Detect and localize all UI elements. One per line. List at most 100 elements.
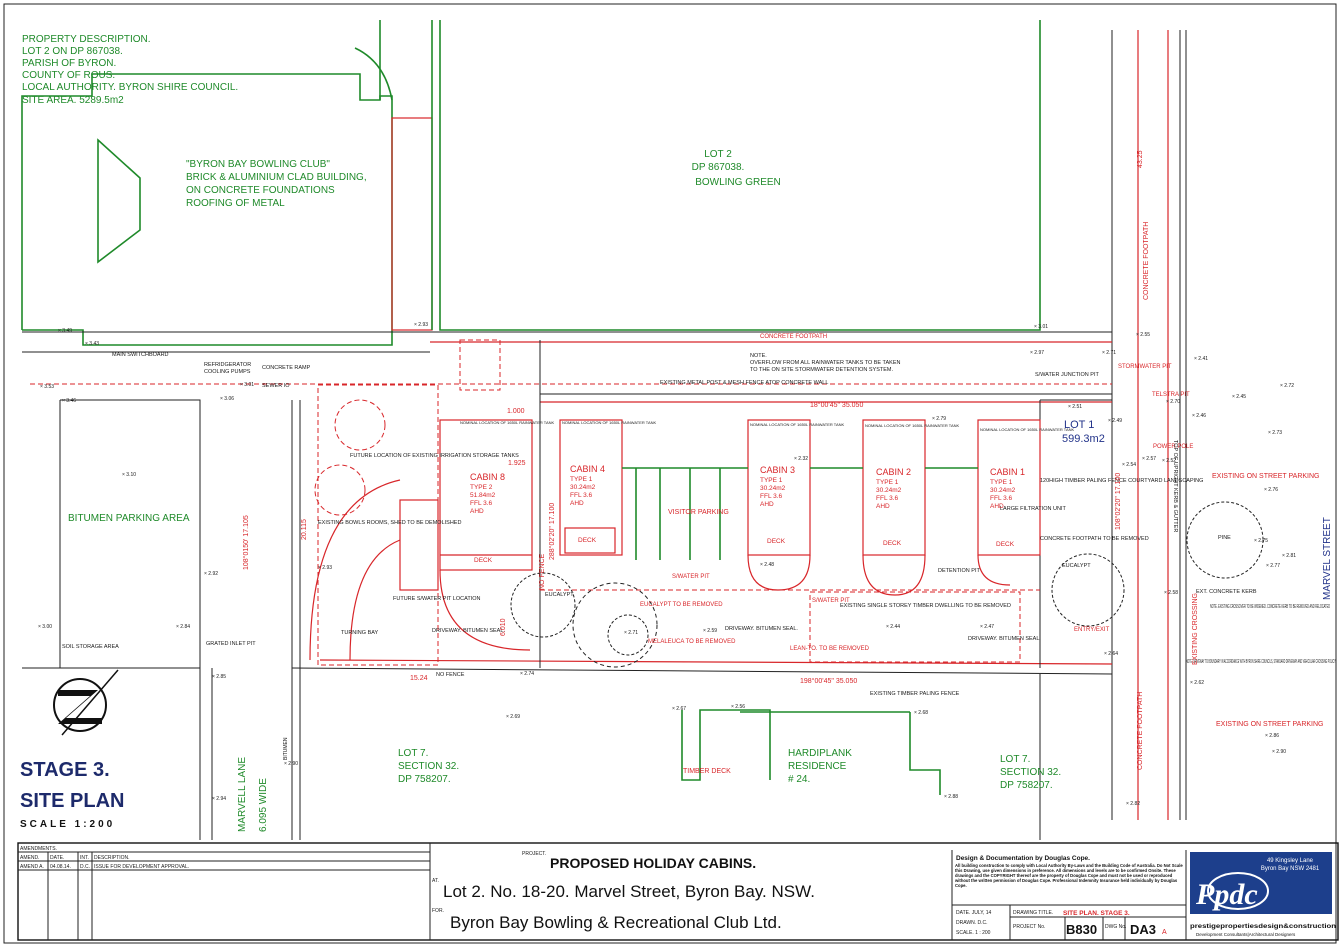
club-text: "BYRON BAY BOWLING CLUB" [186, 159, 330, 170]
spot-level: × 2.71 [624, 630, 638, 636]
club-text: ON CONCRETE FOUNDATIONS [186, 185, 335, 196]
spot-level: × 2.93 [414, 322, 428, 328]
cabin-ffl: FFL 3.6 [470, 500, 493, 507]
hardiplank-text: HARDIPLANK [788, 748, 852, 759]
spot-level: × 2.55 [1136, 332, 1150, 338]
lot7-text: LOT 7. [1000, 754, 1030, 765]
spot-level: × 2.86 [1265, 733, 1279, 739]
scale-title: SCALE 1:200 [20, 819, 115, 830]
cabin-type: TYPE 2 [470, 484, 493, 491]
spot-level: × 3.43 [85, 341, 99, 347]
green-text: DP 867038. [692, 162, 745, 173]
bearing-right: 108°02'20" 17.100 [1114, 473, 1122, 530]
spot-level: × 2.75 [1254, 538, 1268, 544]
drawn-cell: DRAWN. D.C. [956, 920, 987, 926]
future-irrigation-label: FUTURE LOCATION OF EXISTING IRRIGATION S… [350, 453, 519, 459]
cooling-pumps-label: COOLING PUMPS [204, 369, 251, 375]
spot-level: × 2.88 [944, 794, 958, 800]
for-label: FOR. [432, 908, 444, 914]
stage-title: STAGE 3. [20, 759, 110, 781]
cabin-name: CABIN 8 [470, 472, 505, 482]
turning-bay-label: TURNING BAY [341, 630, 379, 636]
eucalypt-label: EUCALYPT [545, 592, 574, 598]
spot-levels: × 3.49× 3.43× 3.53× 3.46× 3.01× 3.06× 3.… [38, 322, 1296, 807]
spot-level: × 2.49 [1108, 418, 1122, 424]
spot-level: × 3.06 [220, 396, 234, 402]
property-line: PARISH OF BYRON. [22, 58, 116, 69]
pine-tree [1186, 501, 1264, 579]
date-cell: DATE. JULY, 14 [956, 910, 992, 916]
dim-1000: 1.000 [507, 408, 525, 415]
bowling-green-outline [439, 20, 1041, 331]
dwg-number: DA3 [1130, 922, 1156, 937]
footpath-vertical-label: CONCRETE FOOTPATH [1137, 692, 1144, 770]
footpath-vertical-label: CONCRETE FOOTPATH [1143, 222, 1150, 300]
deck-label: DECK [883, 540, 902, 547]
spot-level: × 2.72 [1280, 383, 1294, 389]
overflow-note: TO THE ON SITE STORMWATER DETENTION SYST… [750, 367, 893, 373]
designer-name: Design & Documentation by Douglas Cope. [956, 855, 1090, 862]
at-label: AT. [432, 878, 439, 884]
amend-cell: ISSUE FOR DEVELOPMENT APPROVAL. [94, 864, 189, 870]
project-no-label: PROJECT No. [1013, 924, 1045, 930]
cabin-ahd: AHD [470, 508, 484, 515]
spot-level: × 2.62 [1190, 680, 1204, 686]
spot-level: × 2.92 [204, 571, 218, 577]
cabin-area: 30.24m2 [570, 484, 596, 491]
title-block [17, 842, 1339, 941]
spot-level: × 2.32 [794, 456, 808, 462]
tank-label: NOMINAL LOCATION OF 1650L RAINWATER TANK [562, 420, 656, 425]
footpath-label: CONCRETE FOOTPATH [760, 334, 827, 340]
tank-label: NOMINAL LOCATION OF 1650L RAINWATER TANK [460, 420, 554, 425]
spot-level: × 2.48 [760, 562, 774, 568]
street-parking-label: EXISTING ON STREET PARKING [1216, 721, 1323, 728]
cabin-type: TYPE 1 [990, 479, 1013, 486]
spot-level: × 2.54 [1122, 462, 1136, 468]
cabin-1 [977, 419, 1041, 586]
spot-level: × 2.79 [932, 416, 946, 422]
project-address: Lot 2. No. 18-20. Marvel Street, Byron B… [443, 882, 815, 901]
hardiplank-text: RESIDENCE [788, 761, 847, 772]
deck-label: DECK [996, 541, 1015, 548]
cabin-area: 51.84m2 [470, 492, 496, 499]
designer-disclaimer: All building construction to comply with… [955, 863, 1183, 888]
no-fence-label: NO FENCE [436, 672, 465, 678]
crossover-note: NOTE. EXISTING CROSSOVER TO BE WIDENED. … [1210, 604, 1330, 610]
club-text: ROOFING OF METAL [186, 198, 285, 209]
dim-1524: 15.24 [410, 675, 428, 682]
logo-address: Byron Bay NSW 2481 [1261, 866, 1320, 872]
project-label: PROJECT. [522, 851, 546, 857]
eucalypt-tree-2 [1051, 553, 1125, 627]
club-building-feature [97, 138, 141, 264]
sw-pit-label: S/WATER PIT [672, 574, 710, 580]
no-fence-vertical: NO FENCE [539, 554, 546, 591]
dim-20115: 20.115 [301, 519, 308, 540]
cabin-area: 30.24m2 [760, 485, 786, 492]
kerb-gutter-label: TOP OF UPRIGHT KERB & GUTTER [1172, 440, 1178, 532]
amend-cell: 04.08.14. [50, 864, 71, 870]
dim-108: 108°0150' 17.105 [242, 515, 250, 570]
page-border [3, 3, 1337, 944]
cabin-area: 30.24m2 [990, 487, 1016, 494]
spot-level: × 2.90 [284, 761, 298, 767]
drawing-title: SITE PLAN. STAGE 3. [1063, 910, 1130, 917]
spot-level: × 2.94 [212, 796, 226, 802]
spot-level: × 2.57 [1142, 456, 1156, 462]
spot-level: × 2.82 [1126, 801, 1140, 807]
lot7-text: DP 758207. [1000, 780, 1053, 791]
spot-level: × 3.46 [62, 398, 76, 404]
spot-level: × 2.64 [1104, 651, 1118, 657]
overflow-note: NOTE. [750, 353, 767, 359]
club-door-arc [354, 47, 393, 101]
lean-to-label: LEAN-TO. TO BE REMOVED [790, 646, 870, 652]
cabin-name: CABIN 2 [876, 467, 911, 477]
pine-label: PINE [1218, 535, 1231, 541]
single-storey-label: EXISTING SINGLE STOREY TIMBER DWELLING T… [840, 603, 1011, 609]
cabin-type: TYPE 1 [570, 476, 593, 483]
deck-label: DECK [578, 537, 597, 544]
detention-pit-label: DETENTION PIT [938, 568, 981, 574]
eucalypt-label: EUCALYPT [1062, 563, 1091, 569]
cabin-ahd: AHD [876, 503, 890, 510]
amend-cell: AMEND A. [20, 864, 44, 870]
